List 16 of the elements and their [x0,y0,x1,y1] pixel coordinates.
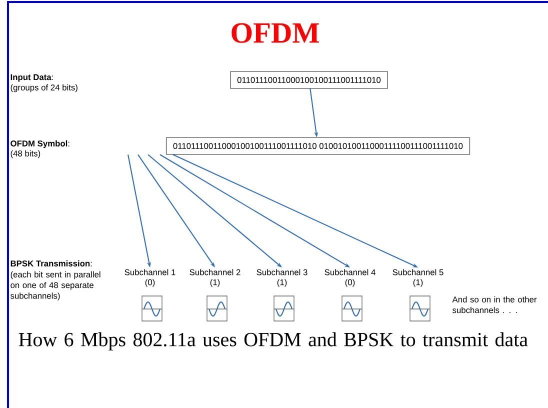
caption: How 6 Mbps 802.11a uses OFDM and BPSK to transmit data [18,332,528,350]
title: OFDM [232,23,319,43]
subchannel-label: Subchannel 5 (1) [392,269,444,287]
subchannel-label: Subchannel 4 (0) [324,269,376,287]
side-label: (48 bits) [10,150,40,158]
data-box: 01101110011000100100111001111010 01001010011000111100111001111010 [166,137,470,155]
subchannel-label: Subchannel 3 (1) [256,269,308,287]
side-label: Input Data: [10,74,53,82]
side-label: BPSK Transmission: [10,260,92,266]
side-label: (each bit sent in parallel on one of 48 separate subchannels) [10,271,100,300]
subchannel-label: Subchannel 1 (0) [124,269,176,287]
subchannel-label: Subchannel 2 (1) [190,269,240,287]
data-box: 01101110011000100100111001111010 [230,71,388,89]
side-label: (groups of 24 bits) [10,84,78,92]
side-label: And so on in the other subchannels . . . [452,296,537,314]
side-label: OFDM Symbol: [10,140,70,148]
